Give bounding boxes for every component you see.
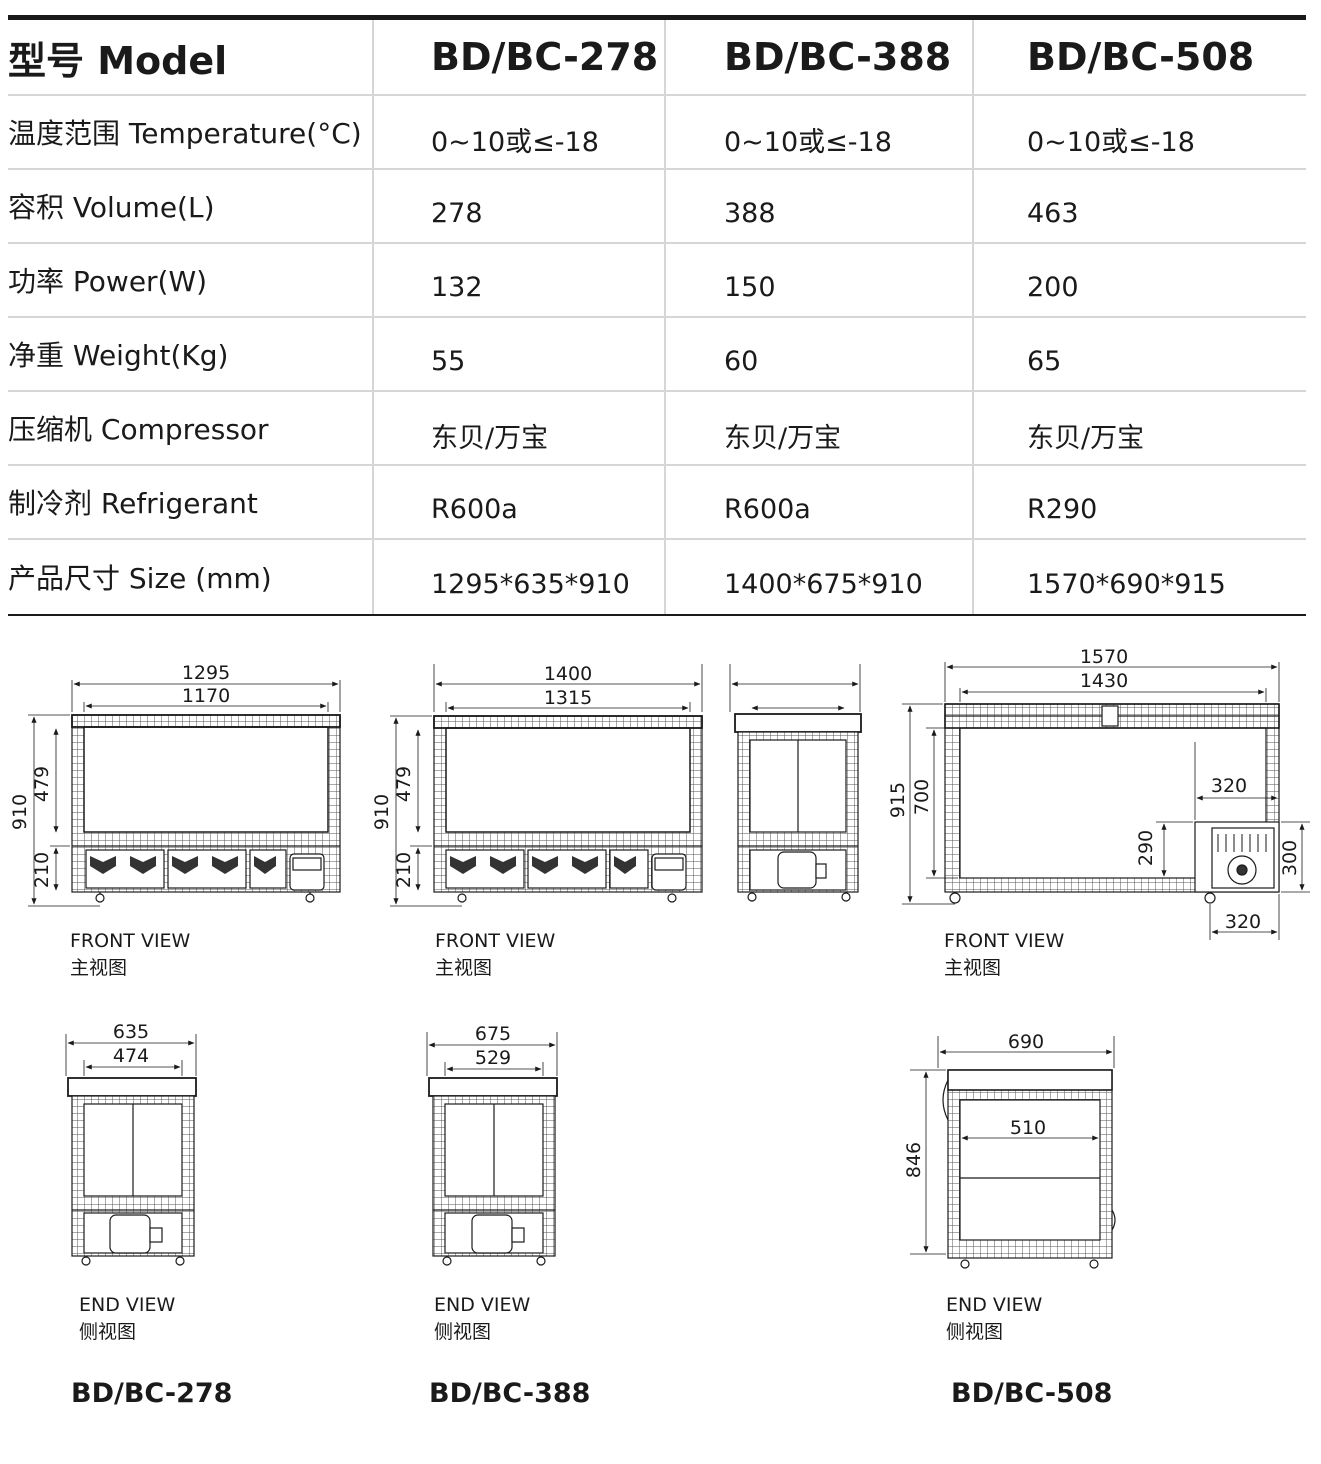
row-label: 温度范围 Temperature(°C) <box>8 117 362 150</box>
table-cell: 150 <box>664 244 972 316</box>
dim-508-width-inner: 1430 <box>1080 670 1128 692</box>
dim-388-width-inner: 1315 <box>544 687 592 709</box>
technical-drawings: 1295 1170 910 479 210 1400 1315 910 479 … <box>9 646 1310 1269</box>
end-view-label-en: END VIEW <box>79 1294 176 1316</box>
dim-388-width-outer: 1400 <box>544 663 592 685</box>
table-cell: R600a <box>372 466 664 538</box>
table-header-row: 型号 Model BD/BC-278 BD/BC-388 BD/BC-508 <box>8 20 1306 96</box>
table-cell: 132 <box>372 244 664 316</box>
dim-508-height-inner: 700 <box>911 779 933 815</box>
end-view-label-cn: 侧视图 <box>946 1321 1004 1343</box>
end-view-label-en: END VIEW <box>434 1294 531 1316</box>
table-cell: 东贝/万宝 <box>372 392 664 464</box>
table-cell: 60 <box>664 318 972 390</box>
dim-508-comp-width-bottom: 320 <box>1225 911 1261 933</box>
dim-508-comp-height-left: 290 <box>1135 830 1157 866</box>
table-cell: 0~10或≤-18 <box>372 96 664 168</box>
dim-388-height-lower: 210 <box>393 852 415 888</box>
dim-278-height-upper: 479 <box>31 766 53 802</box>
dim-508-end-width-inner: 510 <box>1010 1117 1046 1139</box>
dim-278-width-outer: 1295 <box>182 662 230 684</box>
dim-508-comp-width-top: 320 <box>1211 775 1247 797</box>
table-cell: R290 <box>972 466 1306 538</box>
dim-508-end-width-outer: 690 <box>1008 1031 1044 1053</box>
table-cell: 东贝/万宝 <box>972 392 1306 464</box>
header-bdbc-388: BD/BC-388 <box>664 20 972 94</box>
front-view-278 <box>28 680 341 907</box>
dimension-labels: 1295 1170 910 479 210 1400 1315 910 479 … <box>9 646 1301 1178</box>
table-cell: 0~10或≤-18 <box>972 96 1306 168</box>
model-caption-388: BD/BC-388 <box>429 1378 591 1409</box>
front-view-508 <box>902 662 1310 940</box>
header-model: 型号 Model <box>8 38 228 83</box>
table-cell: 1400*675*910 <box>664 540 972 614</box>
header-bdbc-508: BD/BC-508 <box>972 20 1306 94</box>
row-label: 产品尺寸 Size (mm) <box>8 562 272 595</box>
front-view-label-en: FRONT VIEW <box>70 930 191 952</box>
end-view-label-en: END VIEW <box>946 1294 1043 1316</box>
table-cell: 1295*635*910 <box>372 540 664 614</box>
dim-508-width-outer: 1570 <box>1080 646 1128 668</box>
table-cell: 278 <box>372 170 664 242</box>
row-label: 容积 Volume(L) <box>8 191 215 224</box>
table-cell: 200 <box>972 244 1306 316</box>
front-view-label-508: FRONT VIEW 主视图 <box>944 928 1064 982</box>
dim-508-end-height: 846 <box>903 1142 925 1178</box>
end-view-278 <box>65 1034 197 1266</box>
table-row: 制冷剂 Refrigerant R600a R600a R290 <box>8 466 1306 540</box>
table-cell: 0~10或≤-18 <box>664 96 972 168</box>
table-row: 净重 Weight(Kg) 55 60 65 <box>8 318 1306 392</box>
row-label: 净重 Weight(Kg) <box>8 339 229 372</box>
end-view-label-388: END VIEW 侧视图 <box>434 1292 530 1346</box>
front-view-label-cn: 主视图 <box>944 957 1002 979</box>
table-row: 温度范围 Temperature(°C) 0~10或≤-18 0~10或≤-18… <box>8 96 1306 170</box>
front-view-label-cn: 主视图 <box>70 957 128 979</box>
table-cell: 463 <box>972 170 1306 242</box>
table-top-rule <box>8 15 1306 20</box>
model-caption-508: BD/BC-508 <box>951 1378 1113 1409</box>
table-cell: 1570*690*915 <box>972 540 1306 614</box>
dim-388-end-width-inner: 529 <box>475 1047 511 1069</box>
front-view-label-278: FRONT VIEW 主视图 <box>70 928 190 982</box>
dim-278-end-width-inner: 474 <box>113 1045 149 1067</box>
dim-278-height-lower: 210 <box>31 852 53 888</box>
dim-508-comp-height-right: 300 <box>1279 840 1301 876</box>
front-view-label-en: FRONT VIEW <box>944 930 1065 952</box>
table-row: 产品尺寸 Size (mm) 1295*635*910 1400*675*910… <box>8 540 1306 614</box>
table-cell: 东贝/万宝 <box>664 392 972 464</box>
front-view-label-en: FRONT VIEW <box>435 930 556 952</box>
table-row: 容积 Volume(L) 278 388 463 <box>8 170 1306 244</box>
table-cell: R600a <box>664 466 972 538</box>
front-view-label-cn: 主视图 <box>435 957 493 979</box>
dim-508-height-total: 915 <box>887 782 909 818</box>
table-cell: 55 <box>372 318 664 390</box>
end-view-label-cn: 侧视图 <box>434 1321 492 1343</box>
row-label: 功率 Power(W) <box>8 265 208 298</box>
header-bdbc-278: BD/BC-278 <box>372 20 664 94</box>
table-row: 压缩机 Compressor 东贝/万宝 东贝/万宝 东贝/万宝 <box>8 392 1306 466</box>
dim-388-height-total: 910 <box>371 794 393 830</box>
front-view-388 <box>390 664 703 907</box>
table-row: 功率 Power(W) 132 150 200 <box>8 244 1306 318</box>
dim-278-end-width-outer: 635 <box>113 1021 149 1043</box>
model-caption-278: BD/BC-278 <box>71 1378 233 1409</box>
end-view-label-278: END VIEW 侧视图 <box>79 1292 175 1346</box>
table-cell: 388 <box>664 170 972 242</box>
front-view-label-388: FRONT VIEW 主视图 <box>435 928 555 982</box>
dim-388-end-width-outer: 675 <box>475 1023 511 1045</box>
side-view-388-small <box>729 664 862 902</box>
table-bottom-rule <box>8 614 1306 616</box>
dim-388-height-upper: 479 <box>393 766 415 802</box>
end-view-label-cn: 侧视图 <box>79 1321 137 1343</box>
dim-278-width-inner: 1170 <box>182 685 230 707</box>
end-view-388 <box>426 1032 558 1266</box>
end-view-508 <box>910 1036 1116 1269</box>
table-cell: 65 <box>972 318 1306 390</box>
dim-278-height-total: 910 <box>9 794 31 830</box>
row-label: 制冷剂 Refrigerant <box>8 487 258 520</box>
spec-table: 型号 Model BD/BC-278 BD/BC-388 BD/BC-508 温… <box>8 15 1306 616</box>
row-label: 压缩机 Compressor <box>8 413 269 446</box>
end-view-label-508: END VIEW 侧视图 <box>946 1292 1042 1346</box>
